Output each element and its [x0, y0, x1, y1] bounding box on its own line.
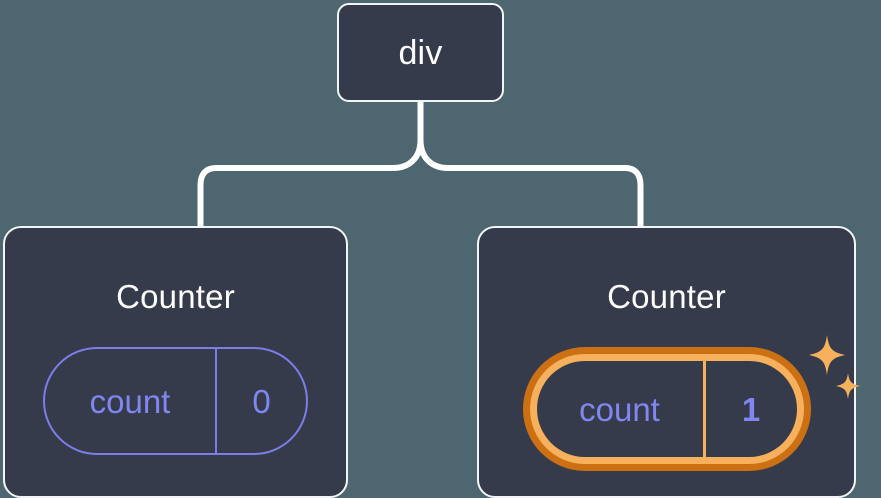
state-key: count: [89, 382, 171, 420]
node-root-div[interactable]: div: [337, 3, 504, 102]
node-title: Counter: [607, 278, 726, 315]
state-pill: count 1: [536, 361, 797, 457]
state-pill[interactable]: count 0: [43, 347, 308, 455]
sparkle-icon: [805, 333, 863, 407]
root-node-label: div: [398, 33, 443, 72]
node-title: Counter: [116, 278, 235, 315]
state-key: count: [579, 390, 660, 428]
state-value: 1: [702, 361, 797, 457]
state-pill-highlight-ring[interactable]: count 1: [522, 347, 811, 471]
node-counter-left[interactable]: Counter count 0: [3, 226, 348, 498]
state-pill-highlight-inner: count 1: [529, 354, 804, 464]
state-pill-wrapper-highlighted: count 1: [522, 335, 860, 471]
state-value: 0: [215, 349, 306, 453]
node-counter-right[interactable]: Counter count 1: [477, 226, 860, 498]
state-pill-wrapper: count 0: [43, 347, 308, 455]
